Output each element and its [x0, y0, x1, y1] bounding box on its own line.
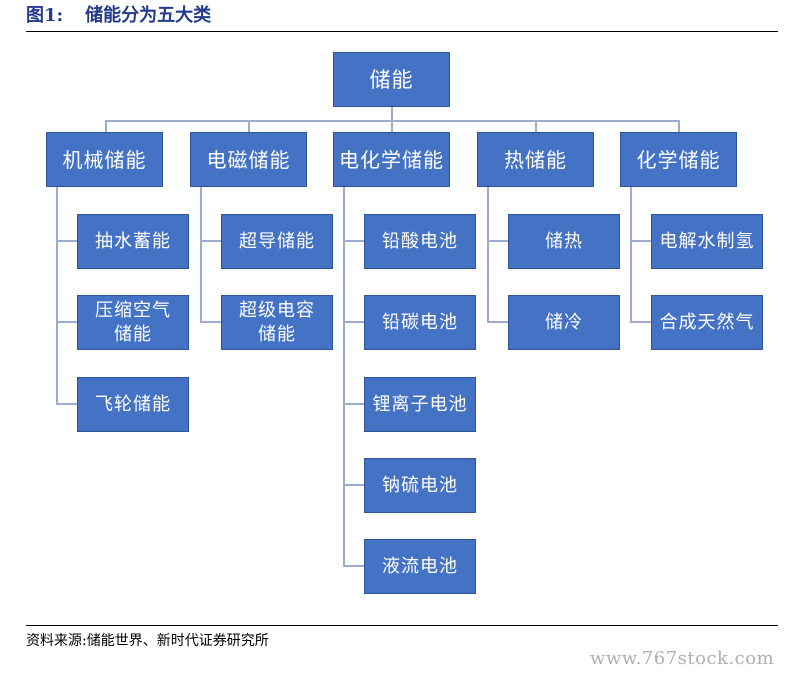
- bottom-rule: [26, 625, 778, 626]
- category-node-chemical: 化学储能: [620, 132, 737, 187]
- branch-line: [487, 240, 508, 242]
- figure-number: 图1:: [26, 5, 64, 26]
- leaf-node: 铅碳电池: [364, 295, 476, 350]
- leaf-node: 锂离子电池: [364, 377, 476, 432]
- category-node-electrochemical: 电化学储能: [333, 132, 450, 187]
- category-node-electromagnetic: 电磁储能: [190, 132, 307, 187]
- leaf-node: 超级电容储能: [221, 295, 333, 350]
- leaf-node: 液流电池: [364, 539, 476, 594]
- leaf-node: 电解水制氢: [651, 214, 763, 269]
- branch-line: [200, 240, 221, 242]
- category-node-mechanical: 机械储能: [46, 132, 163, 187]
- branch-line: [343, 484, 364, 486]
- branch-line: [200, 321, 221, 323]
- branch-line: [630, 240, 651, 242]
- spine-line: [200, 186, 202, 323]
- cat-connector: [248, 120, 250, 132]
- source-note: 资料来源:储能世界、新时代证券研究所: [26, 633, 269, 649]
- leaf-node: 铅酸电池: [364, 214, 476, 269]
- branch-line: [487, 321, 508, 323]
- cat-connector: [535, 120, 537, 132]
- branch-line: [56, 321, 77, 323]
- branch-line: [56, 403, 77, 405]
- root-node: 储能: [333, 52, 450, 107]
- cat-connector: [391, 120, 393, 132]
- leaf-node: 合成天然气: [651, 295, 763, 350]
- top-rule: [26, 31, 778, 32]
- leaf-node: 超导储能: [221, 214, 333, 269]
- cat-connector: [678, 120, 680, 132]
- leaf-node: 储热: [508, 214, 620, 269]
- figure-title: 图1: 储能分为五大类: [26, 4, 211, 28]
- branch-line: [56, 240, 77, 242]
- watermark: www.767stock.com: [590, 648, 775, 669]
- spine-line: [487, 186, 489, 323]
- branch-line: [343, 240, 364, 242]
- category-node-thermal: 热储能: [477, 132, 594, 187]
- leaf-node: 压缩空气储能: [77, 295, 189, 350]
- leaf-node: 钠硫电池: [364, 458, 476, 513]
- leaf-node: 储冷: [508, 295, 620, 350]
- leaf-node: 飞轮储能: [77, 377, 189, 432]
- branch-line: [343, 565, 364, 567]
- branch-line: [343, 321, 364, 323]
- figure-title-text: 储能分为五大类: [85, 5, 212, 26]
- branch-line: [343, 403, 364, 405]
- root-connector: [391, 106, 393, 121]
- leaf-node: 抽水蓄能: [77, 214, 189, 269]
- spine-line: [56, 186, 58, 405]
- spine-line: [630, 186, 632, 323]
- cat-connector: [105, 120, 107, 132]
- branch-line: [630, 321, 651, 323]
- spine-line: [343, 186, 345, 567]
